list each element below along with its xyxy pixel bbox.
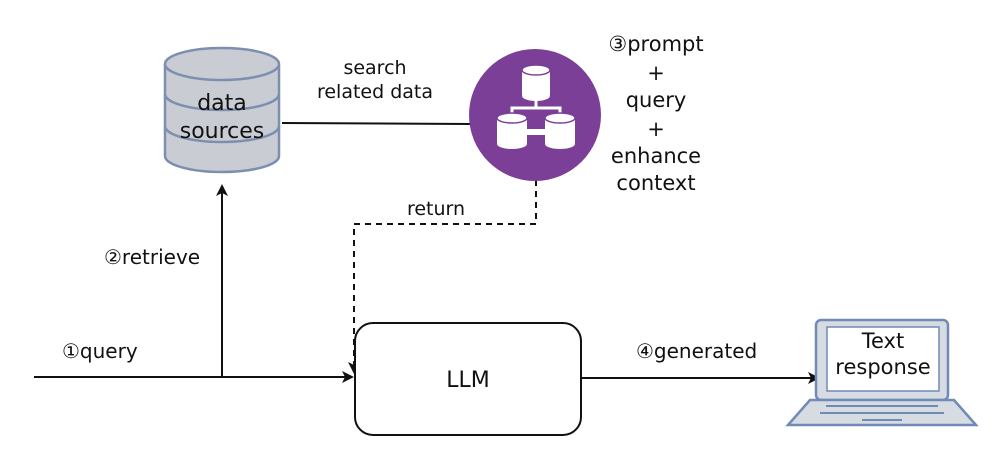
llm-node [354,322,582,436]
data-sources-database-icon [163,46,281,174]
search-label-line1: search [343,57,406,79]
prompt-note-line6: context [616,171,695,195]
prompt-note-line1: ③prompt [608,32,703,56]
retrieve-label: ②retrieve [104,245,200,269]
laptop-label-line2: response [835,355,930,379]
return-arrow [348,180,537,374]
prompt-note-line2: + [647,61,665,85]
prompt-note-line4: + [647,117,665,141]
database-cluster-icon [469,49,601,181]
query-label: ①query [62,339,138,363]
search-label-line2: related data [317,81,433,103]
return-label: return [407,198,465,220]
laptop-label-line1: Text [861,329,904,353]
data-sources-label-line2: sources [180,119,265,144]
generated-label: ④generated [636,339,757,363]
llm-label: LLM [446,368,490,393]
data-sources-label-line1: data [197,91,247,116]
laptop-icon [785,318,979,427]
prompt-note-line5: enhance [611,144,701,168]
prompt-note-line3: query [626,88,687,112]
search-line [281,122,471,125]
